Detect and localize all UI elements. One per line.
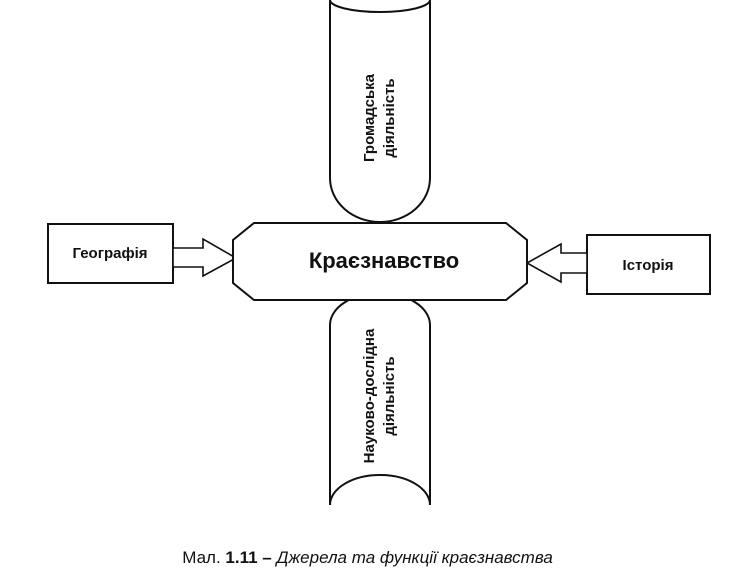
left-box: Географія — [47, 223, 174, 284]
left-box-label: Географія — [72, 245, 147, 262]
right-box-label: Історія — [623, 257, 674, 274]
top-scroll-shape — [329, 0, 431, 223]
right-arrow — [525, 242, 588, 284]
center-label: Краєзнавство — [309, 248, 459, 273]
top-scroll-label-line2: діяльність — [381, 78, 398, 157]
bottom-scroll-label-line1: Науково-дослідна — [361, 328, 378, 463]
bottom-scroll-label-line2: діяльність — [381, 356, 398, 435]
caption-dash: – — [262, 548, 272, 567]
right-box: Історія — [586, 234, 711, 295]
top-scroll: Громадська діяльність — [329, 0, 431, 223]
top-scroll-label-line1: Громадська — [361, 73, 378, 162]
bottom-scroll-shape — [329, 292, 431, 506]
figure-caption: Мал. 1.11 – Джерела та функції краєзнавс… — [0, 548, 735, 568]
center-node: Краєзнавство — [232, 222, 528, 301]
caption-number: 1.11 — [225, 548, 258, 567]
center-octagon — [232, 222, 528, 301]
left-arrow — [172, 237, 238, 278]
left-box-shape — [47, 223, 174, 284]
caption-prefix: Мал. — [182, 548, 221, 567]
right-box-shape — [586, 234, 711, 295]
bottom-scroll: Науково-дослідна діяльність — [329, 292, 431, 506]
caption-title: Джерела та функції краєзнавства — [276, 548, 553, 567]
